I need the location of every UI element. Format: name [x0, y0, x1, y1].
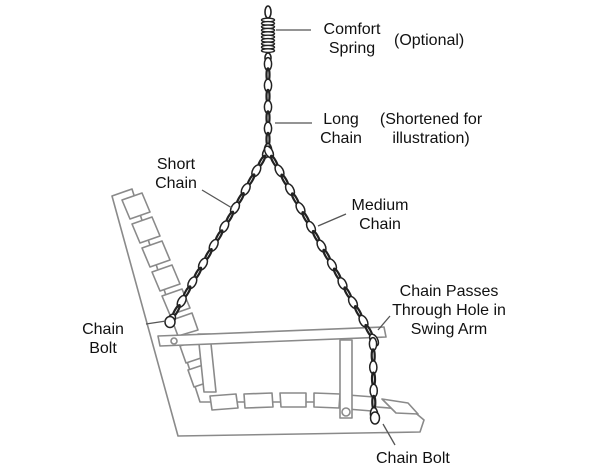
spring-hook [264, 5, 272, 19]
back-slat [131, 216, 161, 244]
label-comfort-spring: Comfort Spring [323, 21, 381, 57]
short-chain [165, 145, 273, 327]
arm-bolt [170, 337, 178, 345]
label-chain-passes: Chain Passes Through Hole in Swing Arm [392, 283, 506, 338]
leader-chain-bolt-left [145, 320, 167, 325]
long-chain [263, 56, 273, 158]
seat-slat [209, 393, 239, 411]
comfort-spring [260, 5, 276, 64]
back-slat [141, 240, 171, 268]
leader-medium-chain [317, 213, 347, 227]
back-slat [121, 192, 151, 220]
label-medium-chain: Medium Chain [351, 197, 409, 233]
seat-slat [279, 392, 307, 408]
leader-short-chain [201, 189, 233, 209]
seat-slat [243, 392, 274, 409]
label-shortened: (Shortened for illustration) [379, 111, 483, 147]
back-slat [151, 264, 181, 292]
leader-chain-bolt-bottom [382, 423, 396, 446]
spring-coil [260, 48, 276, 54]
seat-slat [381, 398, 419, 415]
chain-bolt-bottom [369, 411, 381, 425]
label-chain-bolt-bottom: Chain Bolt [376, 450, 450, 467]
back-slat [171, 312, 199, 337]
seat-slat [313, 392, 341, 409]
leg-bolt [341, 407, 351, 417]
label-long-chain: Long Chain [320, 111, 362, 147]
chain-bolt-left [164, 315, 176, 329]
leader-chain-passes [377, 315, 391, 331]
leader-lines [145, 29, 396, 446]
swing-seat [111, 188, 425, 437]
medium-chain [263, 145, 380, 347]
chains [164, 5, 381, 425]
front-support [339, 339, 353, 419]
chain-link [370, 371, 377, 387]
label-optional: (Optional) [394, 32, 465, 49]
swing-arm [157, 326, 387, 347]
label-short-chain: Short Chain [155, 156, 197, 192]
chain-link [371, 394, 377, 410]
label-chain-bolt-left: Chain Bolt [82, 321, 124, 357]
